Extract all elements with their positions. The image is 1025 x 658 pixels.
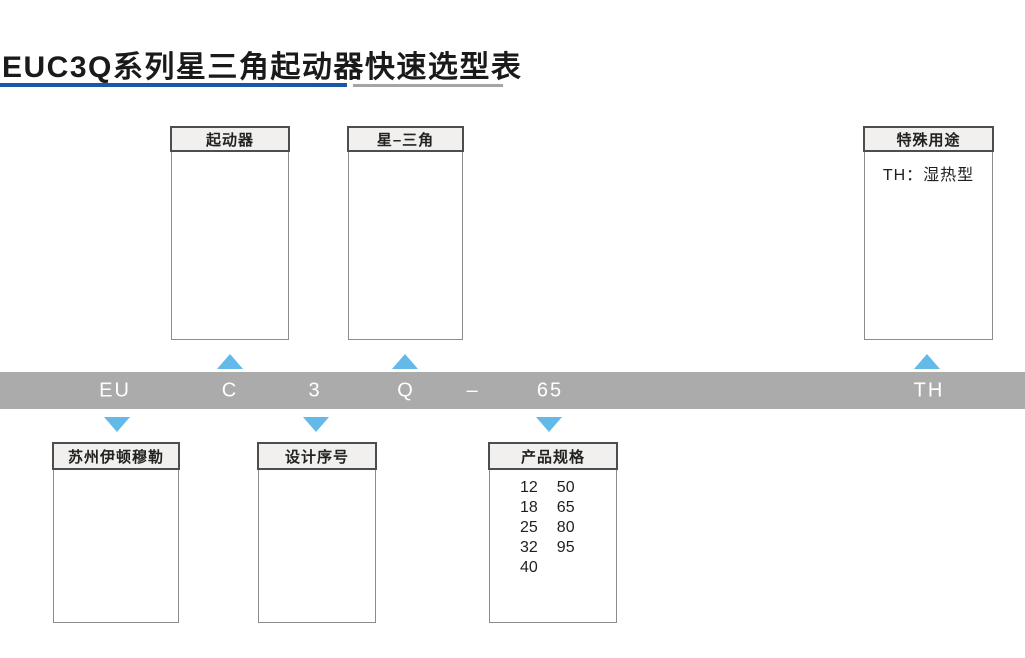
code-seg-c: C (221, 379, 239, 401)
box-starter: 起动器 (170, 126, 290, 340)
spec-value: 80 (556, 519, 575, 536)
box-manufacturer-title: 苏州伊顿穆勒 (52, 442, 180, 470)
special-use-note: TH：湿热型 (882, 167, 975, 184)
spec-value: 50 (556, 479, 575, 496)
arrow-up-starter-icon (217, 354, 243, 369)
box-star-delta-body (348, 152, 463, 340)
box-starter-body (171, 152, 289, 340)
arrow-up-star-delta-icon (392, 354, 418, 369)
box-star-delta-title: 星–三角 (347, 126, 464, 152)
spec-value: 95 (556, 539, 575, 556)
spec-value: 32 (520, 539, 538, 556)
code-seg-dash: – (466, 379, 480, 401)
title-underline-blue (0, 83, 347, 87)
box-special-use-title: 特殊用途 (863, 126, 994, 152)
box-special-use: 特殊用途 TH：湿热型 (863, 126, 994, 340)
box-star-delta: 星–三角 (347, 126, 464, 340)
spec-column-1: 12 18 25 32 40 (520, 478, 538, 578)
spec-value: 25 (520, 519, 538, 536)
code-seg-q: Q (397, 379, 415, 401)
code-seg-3: 3 (308, 379, 322, 401)
box-design-serial: 设计序号 (257, 442, 377, 623)
box-design-serial-title: 设计序号 (257, 442, 377, 470)
spec-column-2: 50 65 80 95 (557, 478, 575, 578)
code-seg-th: TH (913, 379, 945, 401)
arrow-down-manufacturer-icon (104, 417, 130, 432)
code-seg-65: 65 (536, 379, 564, 401)
box-special-use-body: TH：湿热型 (864, 152, 993, 340)
arrow-down-design-serial-icon (303, 417, 329, 432)
box-product-spec-body: 12 18 25 32 40 50 65 80 95 (489, 470, 617, 623)
spec-value-columns: 12 18 25 32 40 50 65 80 95 (490, 470, 616, 578)
spec-value: 18 (520, 499, 538, 516)
code-bar: EU C 3 Q – 65 TH (0, 372, 1025, 409)
spec-value: 40 (520, 559, 538, 576)
box-manufacturer-body (53, 470, 179, 623)
title-underline-gray (353, 84, 503, 87)
page-title: EUC3Q系列星三角起动器快速选型表 (2, 51, 523, 84)
arrow-up-special-use-icon (914, 354, 940, 369)
arrow-down-spec-icon (536, 417, 562, 432)
box-product-spec: 产品规格 12 18 25 32 40 50 65 80 95 (488, 442, 618, 623)
box-manufacturer: 苏州伊顿穆勒 (52, 442, 180, 623)
spec-value: 65 (556, 499, 575, 516)
code-seg-eu: EU (99, 379, 131, 401)
spec-value: 12 (520, 479, 538, 496)
box-design-serial-body (258, 470, 376, 623)
box-product-spec-title: 产品规格 (488, 442, 618, 470)
box-starter-title: 起动器 (170, 126, 290, 152)
